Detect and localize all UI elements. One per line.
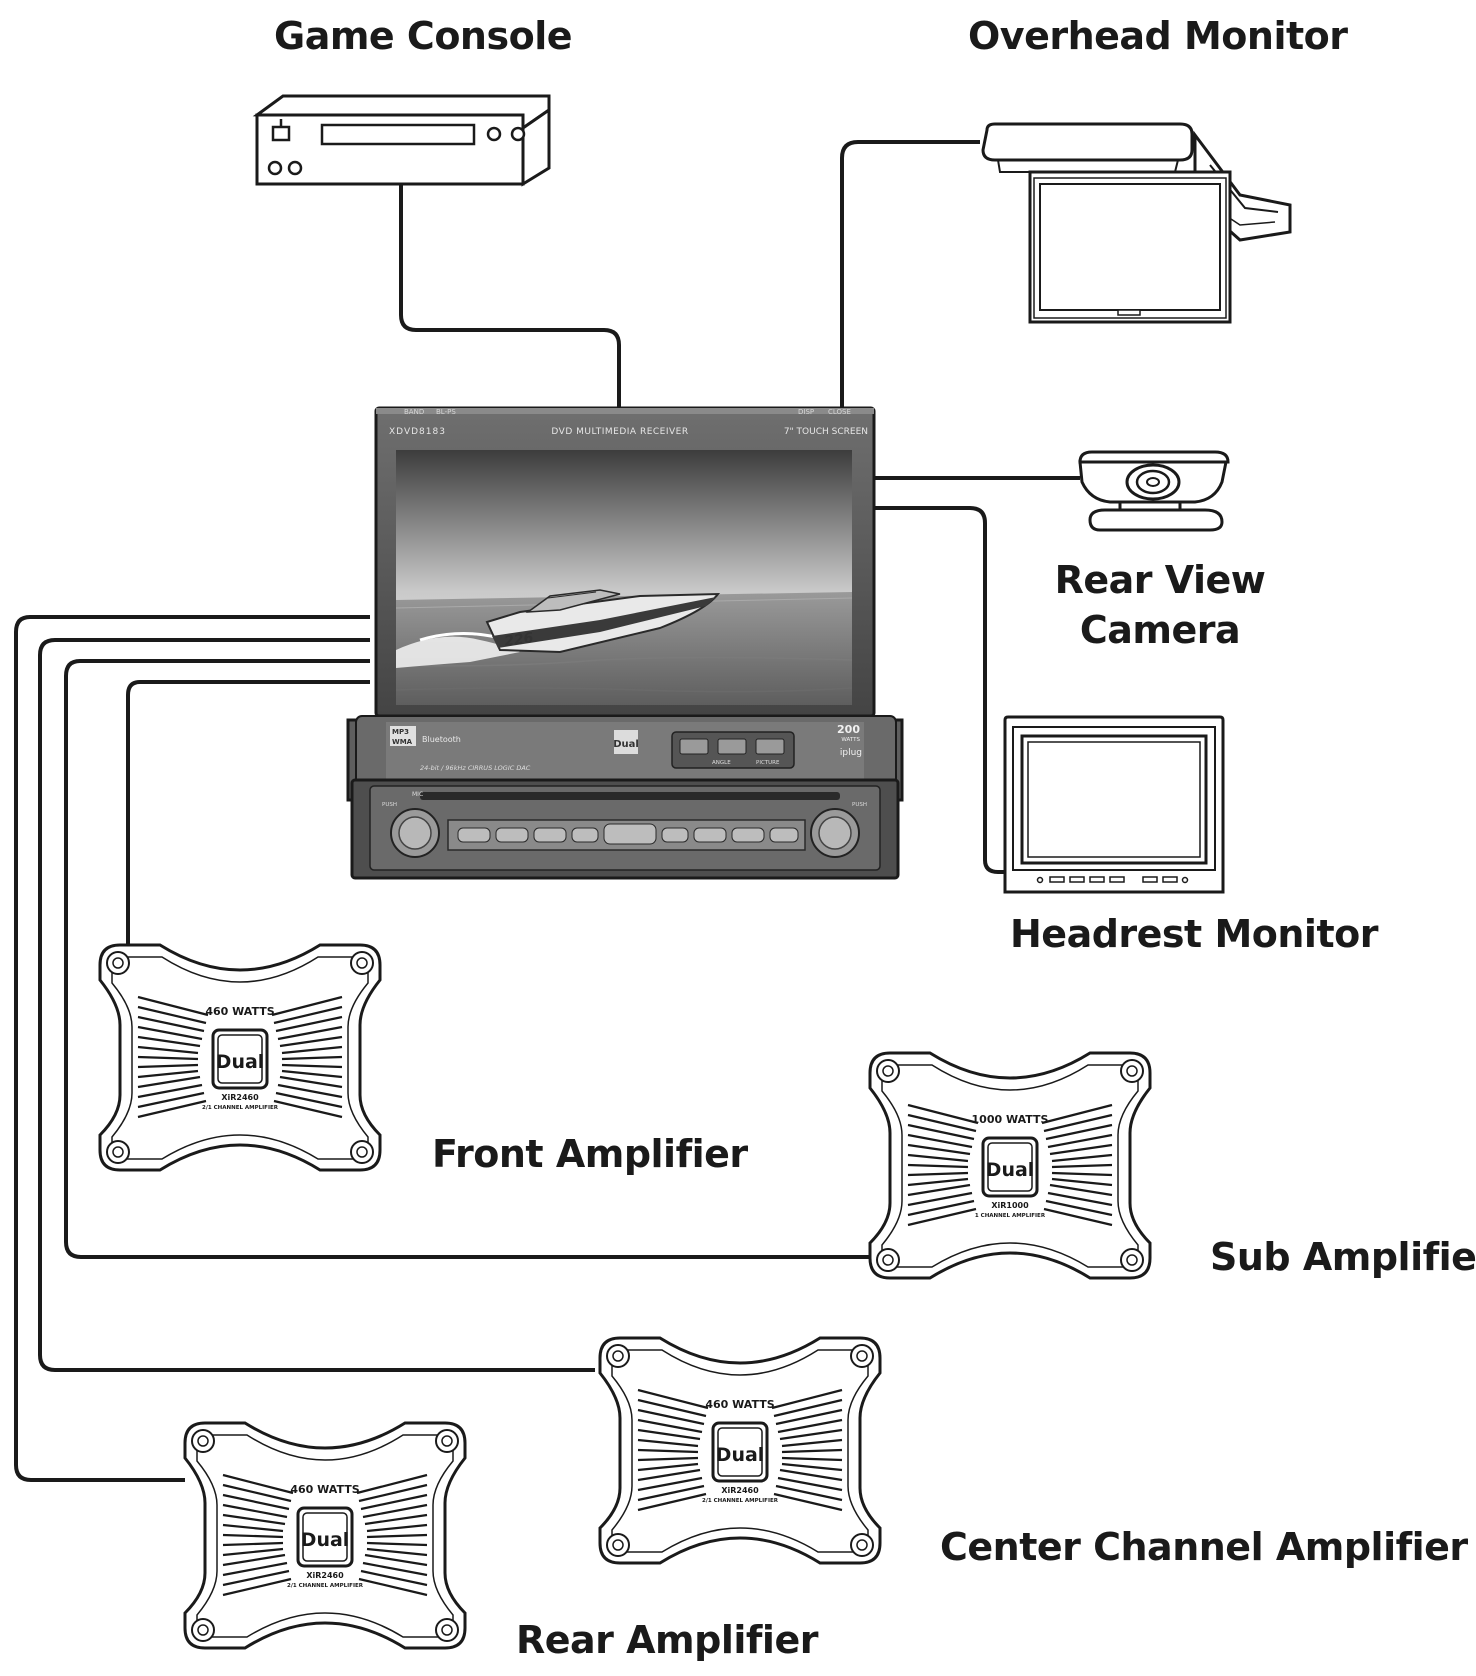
receiver-picture: PICTURE [756, 760, 780, 766]
label-game-console: Game Console [274, 14, 573, 58]
preset-button-8[interactable] [769, 827, 799, 843]
receiver-button-1[interactable] [679, 738, 709, 755]
center-amp-brand: Dual [716, 1444, 765, 1466]
center-amp-model: XiR2460 [721, 1486, 759, 1495]
label-rear-amplifier: Rear Amplifier [516, 1618, 818, 1662]
sub-amp-brand: Dual [986, 1159, 1035, 1181]
receiver-bluetooth: Bluetooth [422, 735, 461, 744]
preset-button-3[interactable] [533, 827, 567, 843]
receiver-wma: WMA [392, 738, 413, 746]
cables [14, 140, 1080, 1482]
front-amplifier-device: 460 WATTS Dual XiR2460 2/1 CHANNEL AMPLI… [98, 943, 382, 1172]
receiver-watts-unit: WATTS [841, 737, 860, 743]
receiver-angle: ANGLE [712, 760, 731, 766]
label-rear-view-camera-line1: Rear View [1054, 558, 1266, 602]
center-amp-watts: 460 WATTS [705, 1398, 774, 1411]
receiver-screen: 226 [395, 450, 853, 705]
preset-button-4[interactable] [571, 827, 599, 843]
receiver-push-right: PUSH [852, 802, 867, 808]
cable-headrest-monitor [874, 506, 1005, 874]
label-rear-view-camera: Rear View Camera [1040, 555, 1280, 655]
svg-text:CLOSE: CLOSE [828, 408, 851, 416]
label-headrest-monitor: Headrest Monitor [1010, 912, 1378, 956]
boat-number: 226 [503, 630, 534, 650]
center-amp-desc: 2/1 CHANNEL AMPLIFIER [702, 1498, 779, 1504]
game-console-device [252, 94, 551, 187]
receiver-push-left: PUSH [382, 802, 397, 808]
preset-button-2[interactable] [495, 827, 529, 843]
preset-button-7[interactable] [731, 827, 765, 843]
rear-amp-watts: 460 WATTS [290, 1483, 359, 1496]
boat-image: 226 [485, 589, 721, 654]
front-amp-watts: 460 WATTS [205, 1005, 274, 1018]
label-overhead-monitor: Overhead Monitor [968, 14, 1348, 58]
cable-center-amplifier [38, 638, 595, 1372]
dvd-receiver-device: BAND BL-PS DISP CLOSE XDVD8183 DVD MULTIME… [346, 406, 904, 880]
preset-button-6[interactable] [693, 827, 727, 843]
sub-amp-desc: 1 CHANNEL AMPLIFIER [975, 1213, 1046, 1219]
overhead-monitor-device [981, 122, 1292, 324]
center-amplifier-device: 460 WATTS Dual XiR2460 2/1 CHANNEL AMPLI… [598, 1336, 882, 1565]
headrest-monitor-device [1003, 715, 1225, 894]
receiver-watts: 200 [837, 723, 860, 736]
label-sub-amplifier: Sub Amplifier [1210, 1235, 1476, 1279]
receiver-logo [614, 730, 638, 754]
sub-amp-watts: 1000 WATTS [972, 1113, 1049, 1126]
front-amp-desc: 2/1 CHANNEL AMPLIFIER [202, 1105, 279, 1111]
preset-button-5[interactable] [661, 827, 689, 843]
receiver-iplug: iplug [840, 748, 862, 758]
label-center-channel-amplifier: Center Channel Amplifier [940, 1525, 1468, 1569]
receiver-screen-size: 7" TOUCH SCREEN [784, 427, 868, 437]
receiver-button-2[interactable] [717, 738, 747, 755]
svg-text:BL-PS: BL-PS [436, 408, 456, 416]
receiver-mp3: MP3 [392, 728, 409, 736]
sub-amp-model: XiR1000 [991, 1201, 1029, 1210]
label-front-amplifier: Front Amplifier [432, 1132, 748, 1176]
svg-text:BAND: BAND [404, 408, 424, 416]
sub-amplifier-device: 1000 WATTS Dual XiR1000 1 CHANNEL AMPLIF… [868, 1051, 1152, 1280]
disc-slot[interactable] [420, 792, 840, 800]
rear-amp-model: XiR2460 [306, 1571, 344, 1580]
rear-amp-desc: 2/1 CHANNEL AMPLIFIER [287, 1583, 364, 1589]
cable-front-amplifier [126, 680, 370, 950]
receiver-model: XDVD8183 [389, 427, 446, 437]
front-amp-model: XiR2460 [221, 1093, 259, 1102]
rear-view-camera-device [1078, 450, 1230, 532]
cable-sub-amplifier [64, 659, 870, 1259]
cable-rear-amplifier [14, 615, 370, 1482]
receiver-button-3[interactable] [755, 738, 785, 755]
receiver-dac: 24-bit / 96kHz CIRRUS LOGIC DAC [420, 764, 531, 772]
preset-button-1[interactable] [457, 827, 491, 843]
rear-amp-brand: Dual [301, 1529, 350, 1551]
rear-amplifier-device: 460 WATTS Dual XiR2460 2/1 CHANNEL AMPLI… [183, 1421, 467, 1650]
cable-overhead-monitor [840, 140, 980, 408]
label-rear-view-camera-line2: Camera [1079, 608, 1241, 652]
svg-text:DISP: DISP [798, 408, 814, 416]
center-button[interactable] [603, 823, 657, 845]
front-amp-brand: Dual [216, 1051, 265, 1073]
receiver-mic: MIC [412, 791, 423, 798]
receiver-brand: Dual [613, 739, 639, 750]
receiver-subtitle: DVD MULTIMEDIA RECEIVER [551, 427, 688, 437]
cable-game-console [399, 170, 621, 408]
